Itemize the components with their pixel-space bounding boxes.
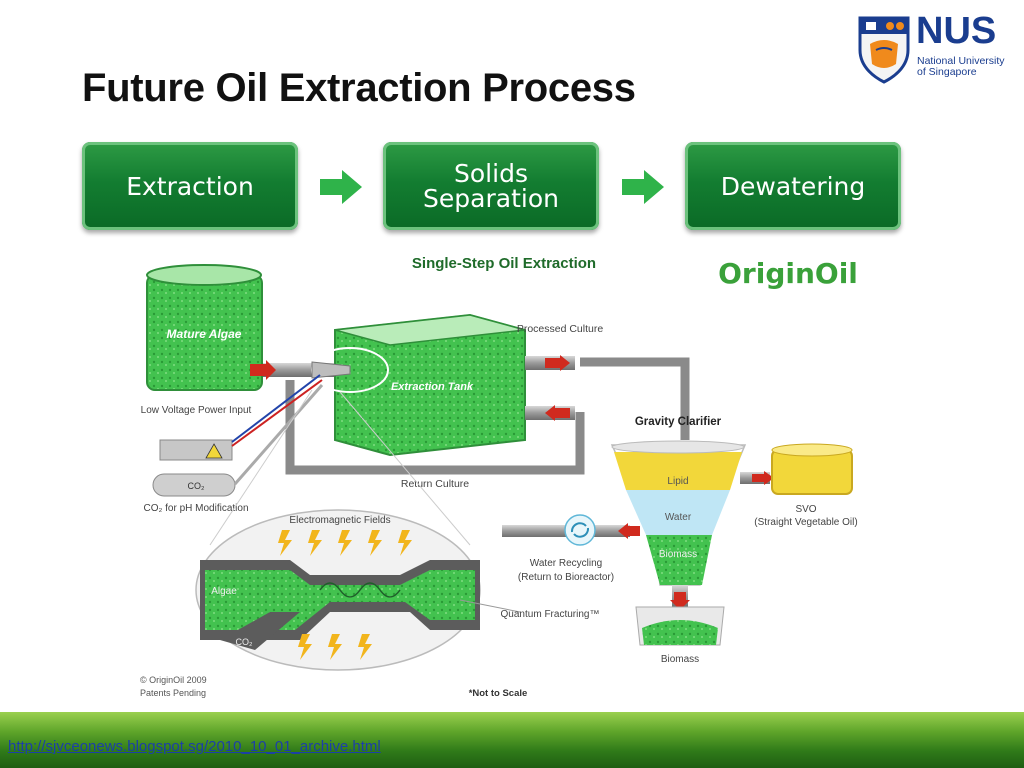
biomass-layer-label: Biomass	[659, 549, 697, 560]
co2-ph-label: CO₂ for pH Modification	[143, 503, 248, 514]
step-extraction-label: Extraction	[126, 171, 254, 201]
nus-crest-icon	[858, 16, 910, 84]
lightning-bolts	[278, 530, 412, 660]
water-recycling-note: (Return to Bioreactor)	[518, 572, 614, 583]
right-arrow-icon	[622, 170, 664, 204]
svo-label: SVO	[795, 504, 816, 515]
decorative-grass-banner	[0, 712, 1024, 768]
low-voltage-label: Low Voltage Power Input	[141, 405, 252, 416]
copyright-label: © OriginOil 2009	[140, 675, 207, 685]
step-dewatering-label: Dewatering	[720, 171, 866, 201]
water-recycling-label: Water Recycling	[530, 558, 602, 569]
patents-label: Patents Pending	[140, 688, 206, 698]
co2-tank-label: CO₂	[188, 481, 206, 491]
extraction-tank-label: Extraction Tank	[391, 381, 474, 393]
water-label: Water	[665, 512, 692, 523]
nus-logo: NUS National University of Singapore	[856, 10, 1016, 84]
step-solids-separation-label: Solids Separation	[423, 159, 559, 213]
logo-subtitle-line2: of Singapore	[917, 66, 977, 78]
source-link[interactable]: http://sjvceonews.blogspot.sg/2010_10_01…	[8, 738, 381, 755]
processed-culture-label: Processed Culture	[517, 323, 604, 335]
logo-wordmark: NUS	[916, 10, 997, 52]
gravity-clarifier-label: Gravity Clarifier	[635, 416, 722, 428]
biomass-label: Biomass	[661, 654, 699, 665]
recycle-icon	[570, 522, 590, 538]
quantum-fracturing-label: Quantum Fracturing™	[501, 609, 600, 620]
step-dewatering: Dewatering	[685, 142, 901, 230]
mature-algae-label: Mature Algae	[167, 327, 242, 341]
right-arrow-icon	[320, 170, 362, 204]
svo-full-label: (Straight Vegetable Oil)	[754, 517, 857, 528]
diagram-heading: Single-Step Oil Extraction	[412, 255, 596, 272]
algae-label: Algae	[211, 586, 237, 597]
logo-subtitle-line1: National University	[917, 55, 1005, 67]
slide-title: Future Oil Extraction Process	[82, 66, 636, 110]
co2-inset-label: CO₂	[236, 637, 254, 647]
originoil-brand: OriginOil	[718, 257, 858, 290]
lipid-label: Lipid	[667, 476, 688, 487]
step-extraction: Extraction	[82, 142, 298, 230]
return-culture-label: Return Culture	[401, 478, 469, 490]
oil-extraction-diagram: Single-Step Oil Extraction OriginOil Mat…	[140, 255, 858, 699]
electromagnetic-fields-label: Electromagnetic Fields	[289, 515, 390, 526]
not-to-scale-label: *Not to Scale	[469, 688, 528, 699]
step-solids-separation: Solids Separation	[383, 142, 599, 230]
